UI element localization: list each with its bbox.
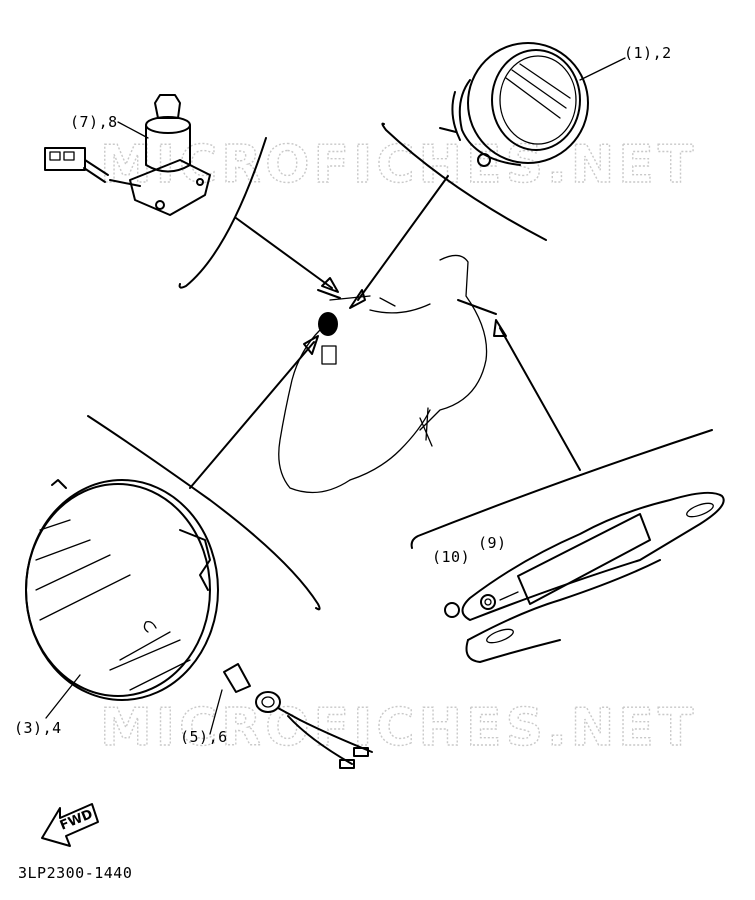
arrow-headlight	[189, 341, 315, 489]
arrow-plate	[499, 327, 581, 471]
headlight-location-mark	[318, 312, 338, 336]
bulb-part	[209, 663, 373, 769]
forward-direction-arrow: FWD	[41, 803, 99, 847]
callout-bracket-rim	[381, 122, 547, 241]
callout-bracket-plate	[410, 429, 713, 549]
headlight-unit-part	[25, 479, 219, 719]
watermark-bottom: MICROFICHES.NET	[100, 698, 697, 758]
callout-bracket-headlight	[87, 415, 321, 611]
label-washer: (9)	[478, 534, 507, 552]
label-headlight-unit: (3),4	[14, 719, 62, 737]
headlight-rim-part	[439, 42, 626, 167]
arrow-switch	[235, 217, 333, 289]
arrow-rim	[357, 175, 449, 301]
label-main-switch: (7),8	[70, 113, 118, 131]
plate-bracket-part	[444, 491, 725, 663]
label-bulb: (5),6	[180, 728, 228, 746]
diagram-code: 3LP2300-1440	[18, 864, 132, 882]
label-headlight-rim: (1),2	[624, 44, 672, 62]
main-switch-part	[44, 94, 211, 216]
motorcycle-outline	[278, 254, 497, 494]
callout-bracket-switch	[178, 137, 267, 289]
label-nut: (10)	[432, 548, 470, 566]
